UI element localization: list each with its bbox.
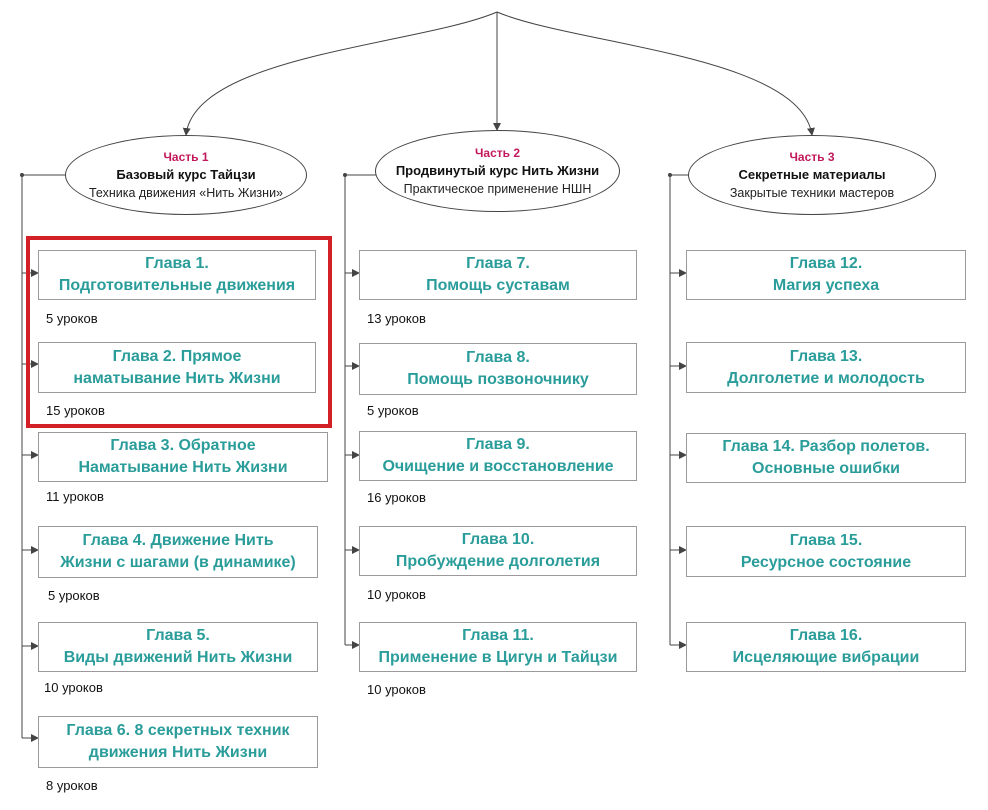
chapter-2-box[interactable]: Глава 2. Прямое наматывание Нить Жизни — [38, 342, 316, 393]
lesson-count: 10 уроков — [367, 587, 426, 602]
chapter-7-box[interactable]: Глава 7. Помощь суставам — [359, 250, 637, 300]
part-2-node: Часть 2 Продвинутый курс Нить Жизни Прак… — [375, 130, 620, 212]
part-3-node: Часть 3 Секретные материалы Закрытые тех… — [688, 135, 936, 215]
chapter-13-box[interactable]: Глава 13. Долголетие и молодость — [686, 342, 966, 393]
chapter-title: Глава 2. Прямое — [112, 347, 242, 365]
lesson-count: 16 уроков — [367, 490, 426, 505]
chapter-15-box[interactable]: Глава 15. Ресурсное состояние — [686, 526, 966, 577]
chapter-subtitle: Ресурсное состояние — [740, 553, 912, 571]
chapter-4-box[interactable]: Глава 4. Движение Нить Жизни с шагами (в… — [38, 526, 318, 578]
part-title: Базовый курс Тайцзи — [116, 167, 256, 182]
chapter-subtitle: Долголетие и молодость — [727, 369, 925, 387]
chapter-title: Глава 11. — [462, 627, 534, 644]
chapter-subtitle: Виды движений Нить Жизни — [63, 649, 293, 666]
lesson-count: 5 уроков — [367, 403, 419, 418]
chapter-subtitle: Подготовительные движения — [58, 277, 296, 294]
lesson-count: 5 уроков — [46, 311, 98, 326]
part-label: Часть 3 — [789, 150, 835, 164]
lesson-count: 10 уроков — [367, 682, 426, 697]
chapter-subtitle: Магия успеха — [772, 277, 880, 294]
chapter-title: Глава 5. — [146, 627, 210, 644]
chapter-11-box[interactable]: Глава 11. Применение в Цигун и Тайцзи — [359, 622, 637, 672]
lesson-count: 10 уроков — [44, 680, 103, 695]
chapter-subtitle: Исцеляющие вибрации — [732, 649, 920, 666]
chapter-14-box[interactable]: Глава 14. Разбор полетов. Основные ошибк… — [686, 433, 966, 483]
chapter-subtitle: Очищение и восстановление — [382, 458, 614, 475]
chapter-5-box[interactable]: Глава 5. Виды движений Нить Жизни — [38, 622, 318, 672]
part-title: Секретные материалы — [738, 167, 886, 182]
chapter-subtitle: Помощь позвоночнику — [407, 371, 589, 388]
chapter-title: Глава 16. — [789, 627, 863, 644]
chapter-title: Глава 15. — [789, 531, 863, 549]
chapter-title: Глава 9. — [466, 436, 530, 453]
chapter-3-box[interactable]: Глава 3. Обратное Наматывание Нить Жизни — [38, 432, 328, 482]
part-title: Продвинутый курс Нить Жизни — [395, 163, 600, 178]
chapter-8-box[interactable]: Глава 8. Помощь позвоночнику — [359, 343, 637, 395]
part-subtitle: Техника движения «Нить Жизни» — [88, 186, 284, 200]
chapter-title: Глава 13. — [789, 347, 863, 365]
chapter-title: Глава 8. — [466, 349, 530, 366]
part-subtitle: Закрытые техники мастеров — [729, 186, 895, 200]
chapter-subtitle: Основные ошибки — [752, 460, 900, 477]
chapter-subtitle: движения Нить Жизни — [88, 744, 268, 761]
chapter-title: Глава 7. — [466, 255, 530, 272]
chapter-10-box[interactable]: Глава 10. Пробуждение долголетия — [359, 526, 637, 576]
chapter-subtitle: Помощь суставам — [426, 277, 570, 294]
chapter-9-box[interactable]: Глава 9. Очищение и восстановление — [359, 431, 637, 481]
chapter-subtitle: Применение в Цигун и Тайцзи — [378, 649, 618, 666]
part-subtitle: Практическое применение НШН — [403, 182, 592, 196]
lesson-count: 8 уроков — [46, 778, 98, 793]
highlight-frame — [26, 236, 332, 428]
chapter-subtitle: Жизни с шагами (в динамике) — [60, 554, 296, 571]
chapter-title: Глава 14. Разбор полетов. — [722, 438, 930, 455]
chapter-title: Глава 10. — [461, 531, 535, 548]
chapter-6-box[interactable]: Глава 6. 8 секретных техник движения Нит… — [38, 716, 318, 768]
chapter-title: Глава 12. — [789, 255, 863, 272]
chapter-title: Глава 3. Обратное — [110, 437, 256, 454]
lesson-count: 13 уроков — [367, 311, 426, 326]
lesson-count: 11 уроков — [46, 489, 104, 504]
part-label: Часть 2 — [474, 146, 521, 160]
lesson-count: 5 уроков — [48, 588, 100, 603]
chapter-1-box[interactable]: Глава 1. Подготовительные движения — [38, 250, 316, 300]
chapter-title: Глава 6. 8 секретных техник — [66, 722, 290, 739]
chapter-title: Глава 1. — [145, 255, 209, 272]
chapter-subtitle: наматывание Нить Жизни — [73, 369, 281, 387]
lesson-count: 15 уроков — [46, 403, 105, 418]
part-label: Часть 1 — [163, 150, 209, 164]
chapter-16-box[interactable]: Глава 16. Исцеляющие вибрации — [686, 622, 966, 672]
part-1-node: Часть 1 Базовый курс Тайцзи Техника движ… — [65, 135, 307, 215]
chapter-12-box[interactable]: Глава 12. Магия успеха — [686, 250, 966, 300]
chapter-subtitle: Наматывание Нить Жизни — [78, 459, 288, 476]
chapter-subtitle: Пробуждение долголетия — [395, 553, 601, 570]
chapter-title: Глава 4. Движение Нить — [82, 532, 274, 549]
